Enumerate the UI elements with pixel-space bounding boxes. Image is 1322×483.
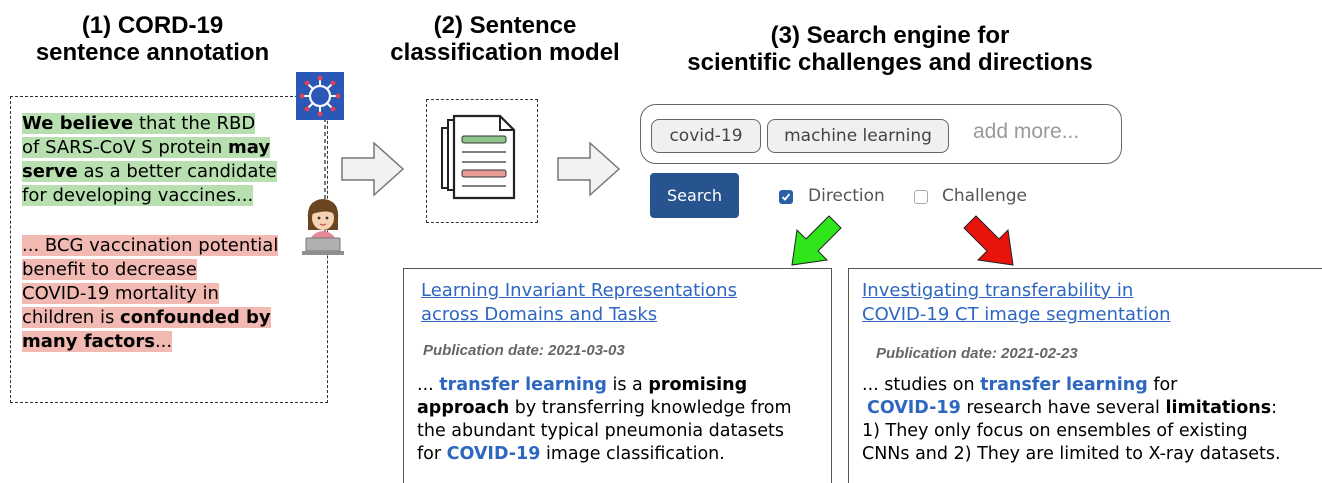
search-button[interactable]: Search bbox=[650, 173, 739, 218]
panel1-heading-line2: sentence annotation bbox=[35, 39, 270, 66]
direction-text-4: for developing vaccines... bbox=[22, 185, 254, 206]
publication-date: Publication date: 2021-03-03 bbox=[423, 342, 625, 359]
tag-chip[interactable]: covid-19 bbox=[651, 119, 761, 153]
result-snippet-challenge: ... studies on transfer learning for COV… bbox=[862, 374, 1281, 466]
result-title-line1[interactable]: Learning Invariant Representations bbox=[421, 280, 737, 301]
panel3-heading-line1: (3) Search engine for bbox=[770, 22, 1010, 49]
direction-cue-3: serve bbox=[22, 161, 78, 182]
snippet-text: for bbox=[417, 444, 447, 464]
add-more-placeholder[interactable]: add more... bbox=[973, 120, 1080, 143]
panel2-heading: (2) Sentence classification model bbox=[355, 12, 655, 66]
result-snippet-direction: ... transfer learning is a promising app… bbox=[417, 374, 792, 466]
panel3-heading: (3) Search engine for scientific challen… bbox=[660, 22, 1120, 76]
direction-cue-1: We believe bbox=[22, 113, 134, 134]
snippet-text: : bbox=[1271, 398, 1278, 418]
result-card-challenge bbox=[848, 268, 1322, 483]
challenge-text-1: ... BCG vaccination potential bbox=[22, 235, 279, 256]
challenge-annotation: ... BCG vaccination potential benefit to… bbox=[22, 234, 279, 354]
snippet-text: ... bbox=[417, 375, 440, 395]
result-card-direction bbox=[403, 268, 832, 483]
result-title-challenge[interactable]: Investigating transferability in COVID-1… bbox=[862, 279, 1171, 327]
result-title-line1[interactable]: Investigating transferability in bbox=[862, 280, 1134, 301]
direction-cue: promising bbox=[648, 375, 748, 395]
challenge-checkbox[interactable] bbox=[914, 190, 928, 204]
snippet-text: research have several bbox=[960, 398, 1166, 418]
snippet-text: is a bbox=[606, 375, 649, 395]
snippet-text: 1) They only focus on ensembles of exist… bbox=[862, 421, 1248, 441]
direction-cue: approach bbox=[417, 398, 510, 418]
result-title-line2[interactable]: across Domains and Tasks bbox=[421, 304, 658, 325]
direction-checkbox[interactable] bbox=[779, 190, 793, 204]
direction-text-2: of SARS-CoV S protein bbox=[22, 137, 229, 158]
direction-label: Direction bbox=[808, 186, 885, 206]
challenge-text-2: benefit to decrease bbox=[22, 259, 197, 280]
direction-cue-2: may bbox=[228, 137, 271, 158]
snippet-text: the abundant typical pneumonia datasets bbox=[417, 421, 784, 441]
challenge-text-5: ... bbox=[154, 331, 173, 352]
challenge-cue-2: many factors bbox=[22, 331, 155, 352]
snippet-text: CNNs and 2) They are limited to X-ray da… bbox=[862, 444, 1281, 464]
documents-icon bbox=[441, 114, 516, 200]
keyword-highlight: transfer learning bbox=[439, 375, 607, 395]
virus-icon bbox=[296, 72, 344, 120]
direction-arrow-icon bbox=[791, 215, 842, 266]
challenge-text-3: COVID-19 mortality in bbox=[22, 283, 219, 304]
check-icon bbox=[781, 193, 791, 201]
direction-text-3: as a better candidate bbox=[77, 161, 277, 182]
challenge-text-4: children is bbox=[22, 307, 121, 328]
search-bar[interactable]: covid-19 machine learning add more... bbox=[640, 104, 1122, 164]
publication-date: Publication date: 2021-02-23 bbox=[876, 345, 1078, 362]
panel2-heading-line1: (2) Sentence bbox=[433, 12, 577, 39]
snippet-text: by transferring knowledge from bbox=[509, 398, 792, 418]
keyword-highlight: transfer learning bbox=[980, 375, 1148, 395]
direction-annotation: We believe that the RBD of SARS-CoV S pr… bbox=[22, 112, 277, 208]
challenge-cue: limitations bbox=[1165, 398, 1272, 418]
result-title-line2[interactable]: COVID-19 CT image segmentation bbox=[862, 304, 1171, 325]
challenge-cue-1: confounded by bbox=[120, 307, 271, 328]
snippet-text: for bbox=[1147, 375, 1178, 395]
panel3-heading-line2: scientific challenges and directions bbox=[687, 49, 1093, 76]
arrow-icon bbox=[341, 141, 405, 197]
panel1-heading: (1) CORD-19 sentence annotation bbox=[0, 12, 305, 66]
tag-chip[interactable]: machine learning bbox=[767, 119, 949, 153]
panel1-heading-line1: (1) CORD-19 bbox=[81, 12, 224, 39]
result-title-direction[interactable]: Learning Invariant Representations acros… bbox=[421, 279, 737, 327]
challenge-arrow-icon bbox=[963, 215, 1014, 266]
annotator-icon bbox=[302, 199, 344, 255]
direction-text-1: that the RBD bbox=[133, 113, 256, 134]
panel2-heading-line2: classification model bbox=[390, 39, 620, 66]
keyword-highlight: COVID-19 bbox=[446, 444, 541, 464]
classifier-box bbox=[426, 99, 538, 223]
challenge-label: Challenge bbox=[942, 186, 1027, 206]
keyword-highlight: COVID-19 bbox=[867, 398, 961, 418]
snippet-text: ... studies on bbox=[862, 375, 981, 395]
arrow-icon bbox=[557, 141, 621, 197]
snippet-text: image classification. bbox=[540, 444, 725, 464]
